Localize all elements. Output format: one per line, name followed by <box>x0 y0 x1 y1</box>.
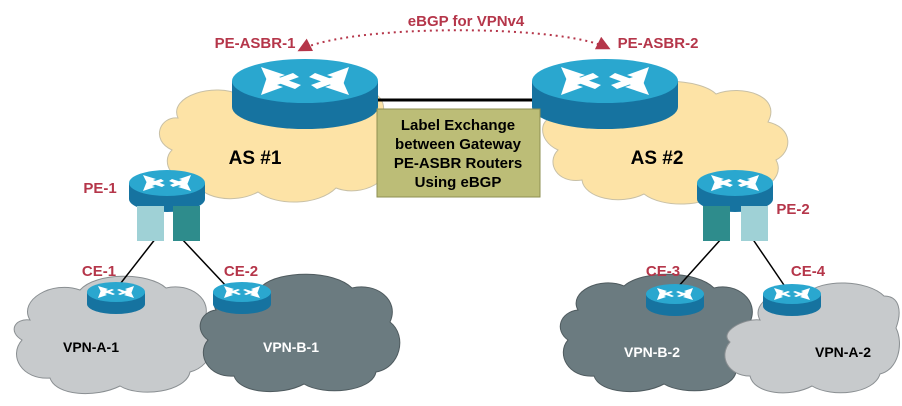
ce-4-label: CE-4 <box>791 263 826 280</box>
ebgp-label: eBGP for VPNv4 <box>408 13 525 30</box>
link-pe2-ce4 <box>751 237 787 289</box>
pe-asbr-1-label: PE-ASBR-1 <box>215 35 296 52</box>
vrf-block <box>741 206 768 241</box>
pe-asbr-2-label: PE-ASBR-2 <box>618 35 699 52</box>
label-exchange-box <box>376 108 541 198</box>
link-pe1-ce2 <box>180 237 229 289</box>
ce-3-label: CE-3 <box>646 263 680 280</box>
pe-1-label: PE-1 <box>83 180 116 197</box>
label-box-line4: Using eBGP <box>415 174 502 191</box>
label-box-line2: between Gateway <box>395 136 522 153</box>
link-pe2-ce3 <box>676 237 723 289</box>
router-icon <box>697 170 773 212</box>
as2-label: AS #2 <box>631 148 684 169</box>
ce-1-label: CE-1 <box>82 263 116 280</box>
router-icon <box>532 59 678 129</box>
router-icon <box>213 282 271 314</box>
vpn-a-2-label: VPN-A-2 <box>815 344 871 360</box>
pe-2-label: PE-2 <box>776 201 809 218</box>
as1-label: AS #1 <box>229 148 282 169</box>
router-icon <box>232 59 378 129</box>
router-icon <box>763 284 821 316</box>
ce-2-label: CE-2 <box>224 263 258 280</box>
vrf-block <box>173 206 200 241</box>
vpn-b-2-label: VPN-B-2 <box>624 344 680 360</box>
label-box-line3: PE-ASBR Routers <box>394 155 522 172</box>
ebgp-arrow <box>297 29 611 52</box>
label-box-line1: Label Exchange <box>401 117 515 134</box>
router-icon <box>87 282 145 314</box>
router-icon <box>129 170 205 212</box>
vrf-block <box>137 206 164 241</box>
router-icon <box>646 284 704 316</box>
vpn-a-1-label: VPN-A-1 <box>63 339 119 355</box>
vrf-block <box>703 206 730 241</box>
vpn-b-1-label: VPN-B-1 <box>263 339 319 355</box>
vpn-a-1-cloud <box>13 275 215 395</box>
link-pe1-ce1 <box>116 237 157 289</box>
